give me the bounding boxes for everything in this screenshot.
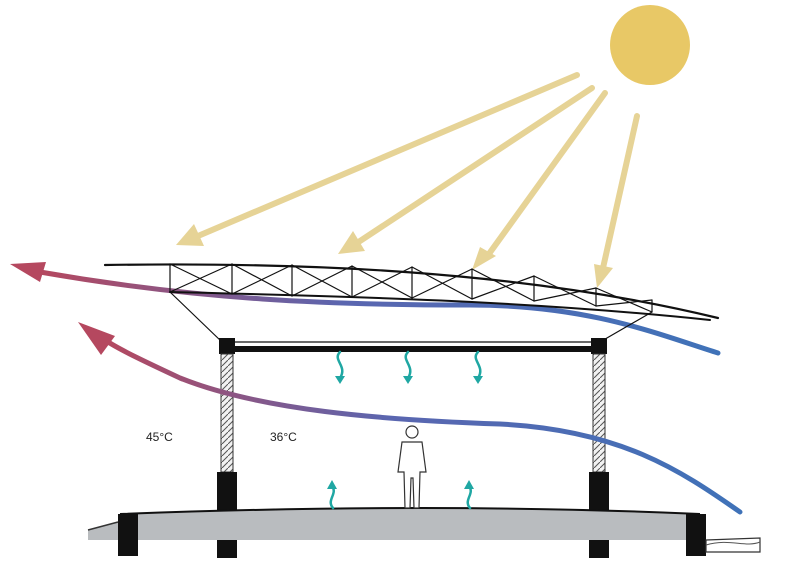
sun-ray-2-arrow — [338, 85, 595, 254]
outside-temperature-label: 45°C — [146, 430, 173, 444]
convection-arrows-ceiling — [335, 350, 483, 384]
sun-ray-3-arrow — [472, 90, 608, 270]
swirl-down-arrow-3 — [473, 350, 483, 384]
swirl-down-arrow-1 — [335, 350, 345, 384]
sun-icon — [610, 5, 690, 85]
sun-rays — [176, 72, 640, 288]
sun-ray-1-arrow — [176, 72, 580, 246]
lower-airflow-arrow — [78, 322, 743, 515]
swirl-up-arrow-2 — [464, 480, 474, 510]
inside-temperature-label: 36°C — [270, 430, 297, 444]
person-silhouette-icon — [397, 425, 427, 509]
floor-slab — [87, 507, 761, 556]
swirl-up-arrow-1 — [327, 480, 337, 510]
ceiling-beam — [220, 341, 600, 352]
swirl-down-arrow-2 — [403, 350, 413, 384]
sun-ray-4-arrow — [594, 113, 640, 288]
convection-arrows-floor — [327, 480, 474, 510]
roof-truss — [103, 263, 720, 343]
upper-airflow-arrow — [10, 262, 721, 356]
